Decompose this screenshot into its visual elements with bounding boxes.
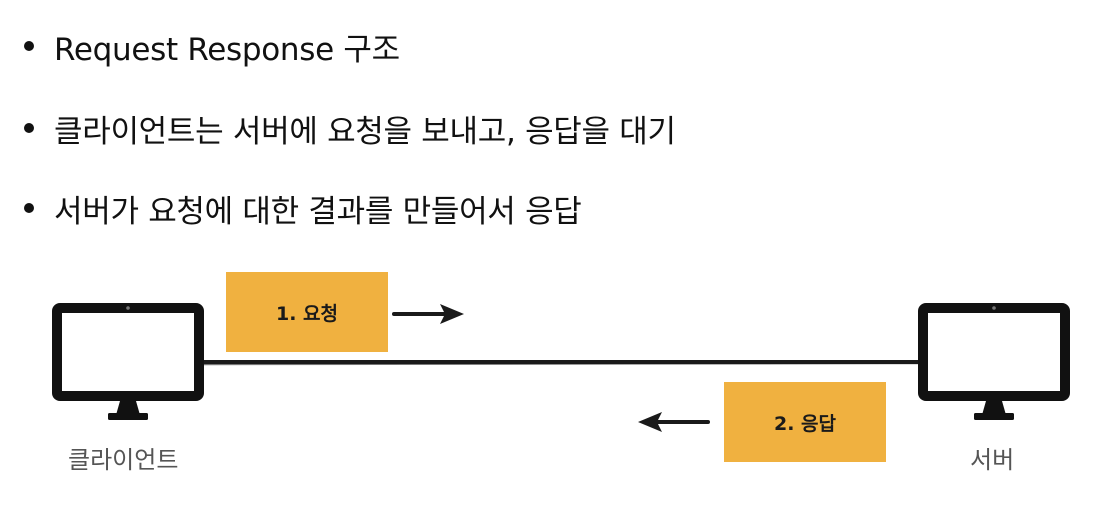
response-box: 2. 응답 (724, 382, 886, 462)
bullet-item: Request Response 구조 (24, 26, 400, 68)
request-box: 1. 요청 (226, 272, 388, 352)
bullet-dot-icon (24, 123, 34, 133)
bullet-dot-icon (24, 41, 34, 51)
arrow-right-icon (392, 304, 464, 324)
client-label: 클라이언트 (68, 446, 179, 474)
bullet-text: Request Response 구조 (54, 31, 400, 68)
bullet-item: 서버가 요청에 대한 결과를 만들어서 응답 (24, 188, 582, 230)
arrow-left-icon (638, 412, 710, 432)
request-label: 1. 요청 (275, 302, 338, 325)
response-label: 2. 응답 (773, 412, 836, 435)
bullet-item: 클라이언트는 서버에 요청을 보내고, 응답을 대기 (24, 108, 676, 150)
connection-line (202, 360, 926, 366)
bullet-dot-icon (24, 203, 34, 213)
client-monitor-icon (52, 303, 204, 420)
server-label: 서버 (970, 446, 1015, 474)
bullet-text: 클라이언트는 서버에 요청을 보내고, 응답을 대기 (54, 113, 676, 150)
bullet-text: 서버가 요청에 대한 결과를 만들어서 응답 (54, 193, 582, 230)
server-monitor-icon (918, 303, 1070, 420)
